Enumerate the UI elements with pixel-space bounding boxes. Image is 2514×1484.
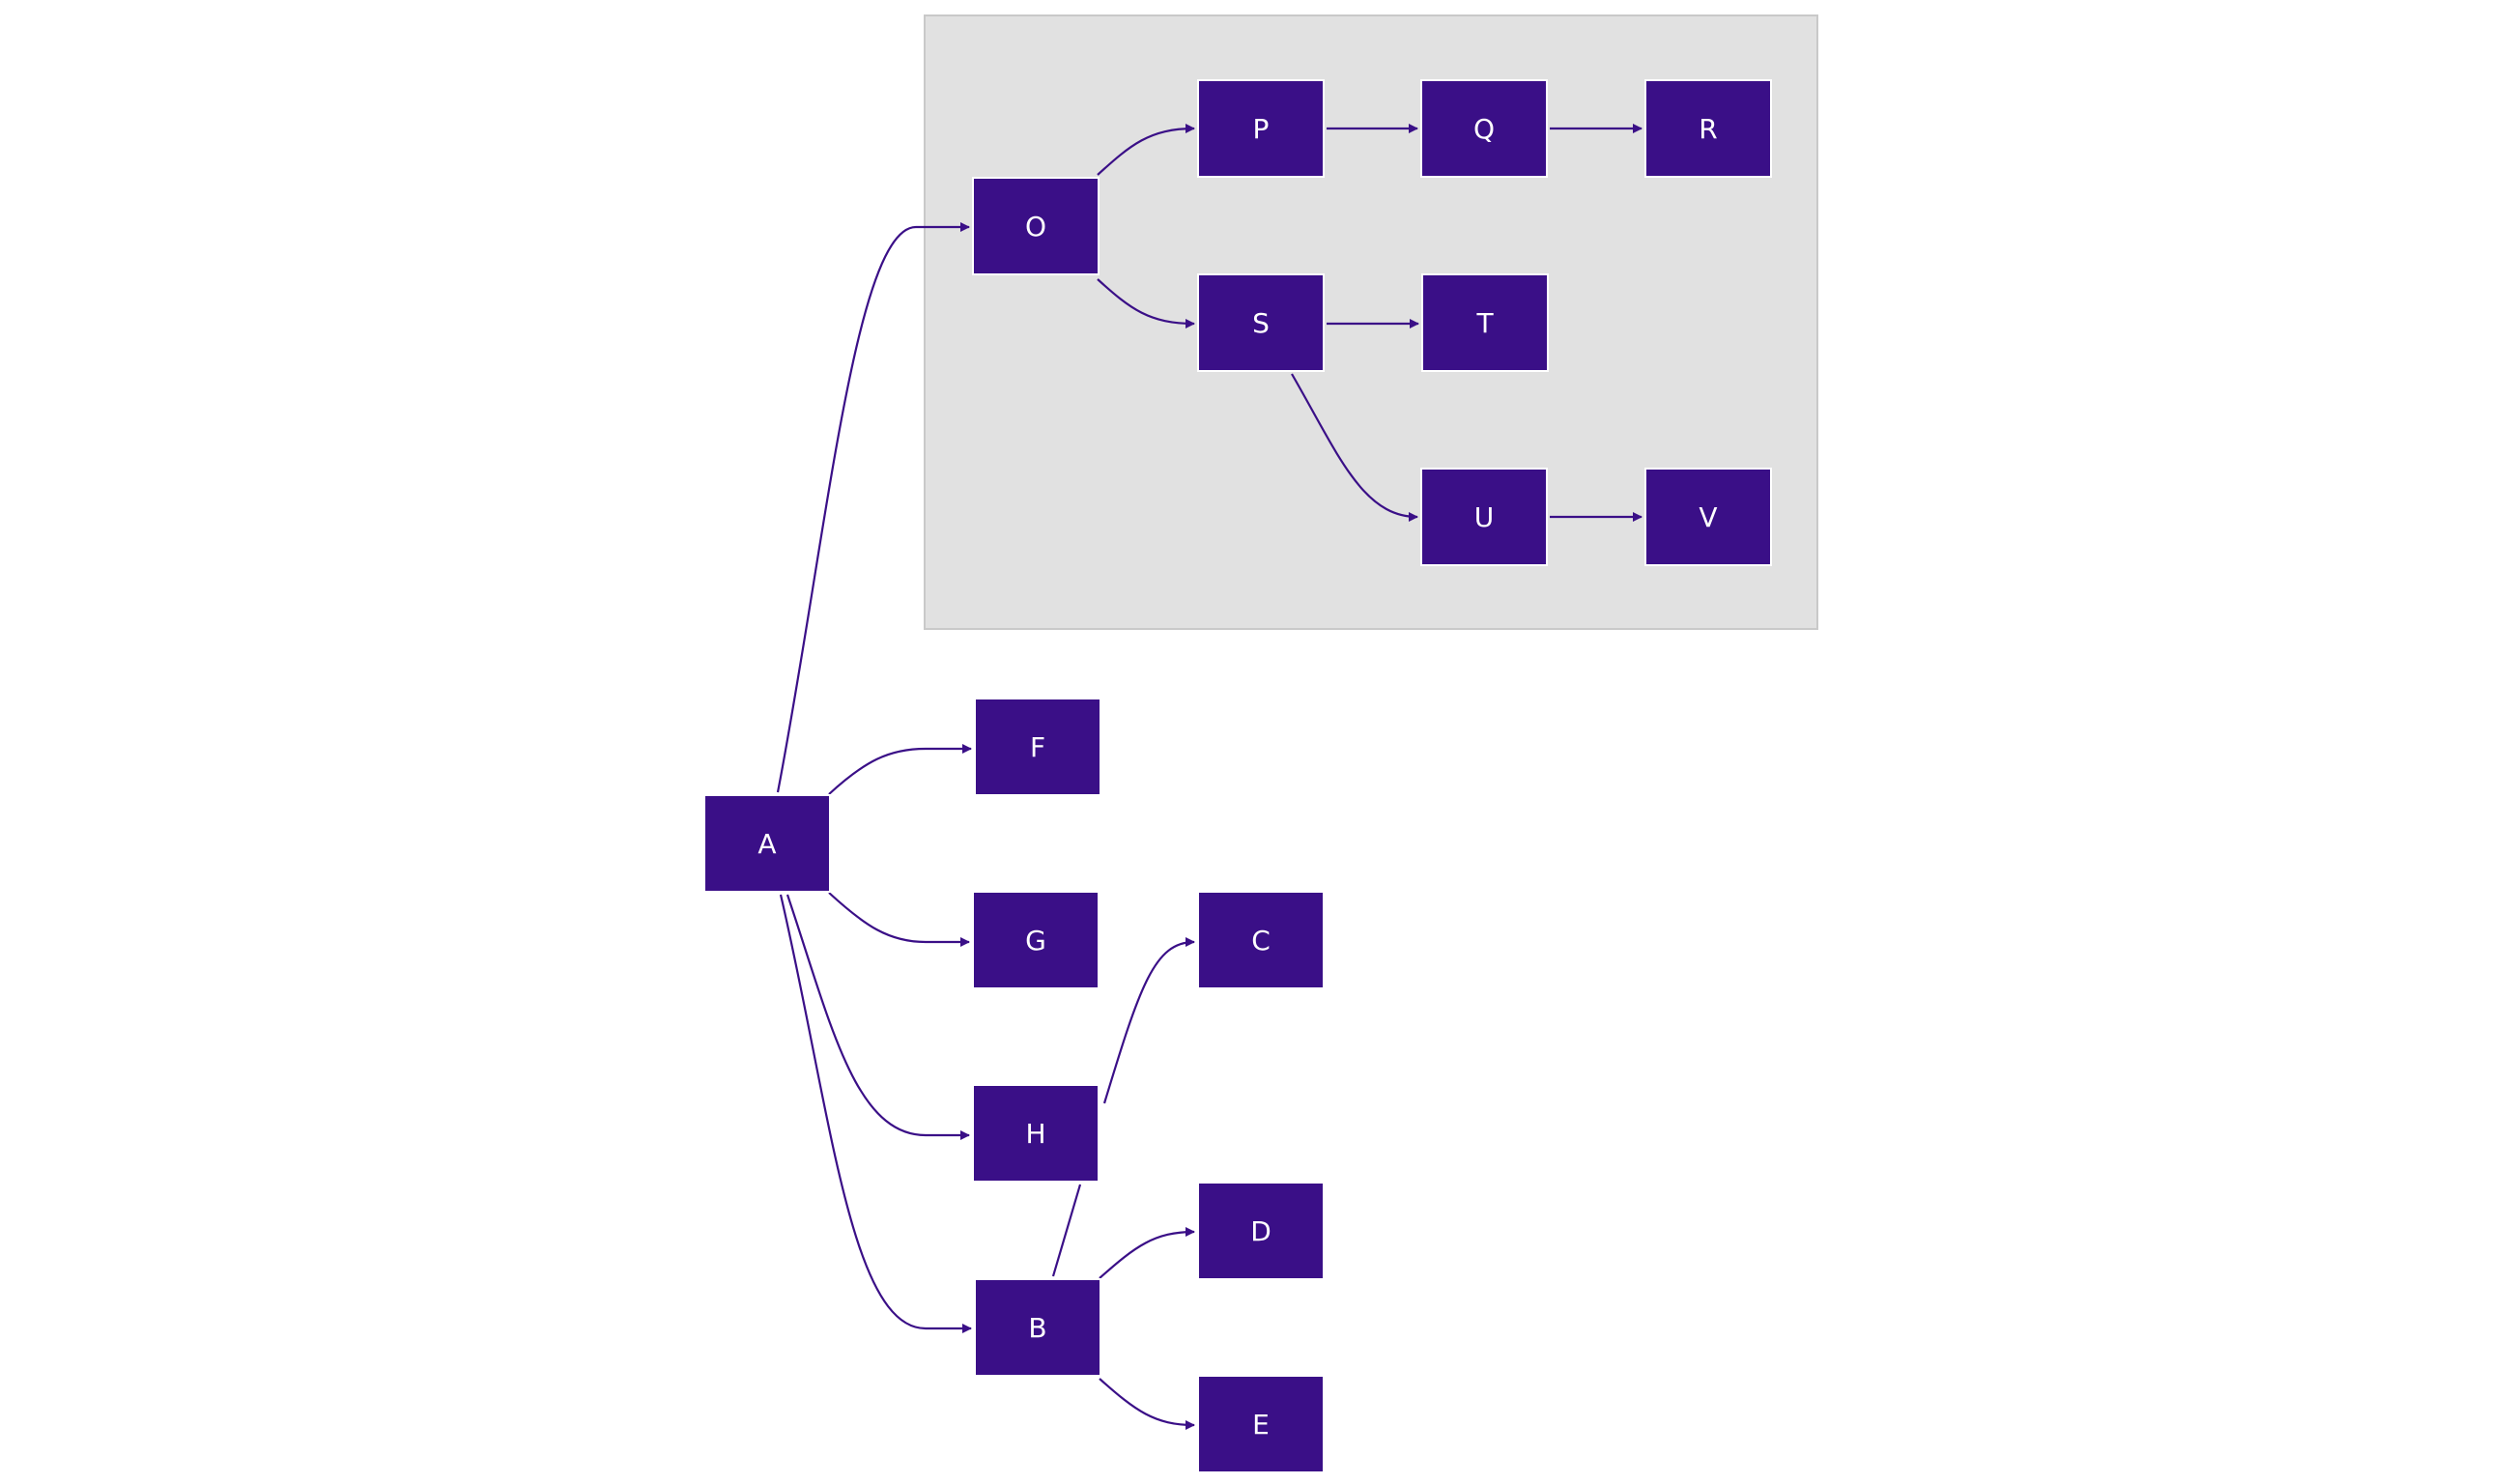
edge-h-to-c: [1102, 937, 1195, 1104]
edge-a-to-o: [776, 222, 970, 793]
edge-b-to-d: [1099, 1227, 1195, 1279]
node-c-label: C: [1251, 924, 1271, 956]
node-p-label: P: [1252, 112, 1270, 145]
edge-a-to-f: [828, 744, 972, 795]
node-h-label: H: [1025, 1117, 1046, 1150]
node-c[interactable]: C: [1197, 891, 1325, 989]
node-b-label: B: [1028, 1311, 1047, 1344]
edge-a-to-b: [779, 894, 972, 1333]
node-q[interactable]: Q: [1420, 79, 1548, 178]
edge-b-to-e: [1099, 1378, 1195, 1430]
node-s[interactable]: S: [1197, 273, 1325, 372]
edge-o-to-s: [1097, 278, 1195, 328]
node-e[interactable]: E: [1197, 1375, 1325, 1473]
node-t-label: T: [1476, 306, 1494, 339]
edge-s-to-u: [1291, 373, 1418, 522]
node-a[interactable]: A: [703, 794, 831, 893]
edge-a-to-h: [786, 894, 970, 1140]
node-r[interactable]: R: [1644, 79, 1772, 178]
node-p[interactable]: P: [1197, 79, 1325, 178]
node-r-label: R: [1699, 112, 1718, 145]
node-u[interactable]: U: [1420, 468, 1548, 566]
node-o[interactable]: O: [972, 177, 1100, 275]
node-v-label: V: [1699, 500, 1718, 533]
node-e-label: E: [1252, 1408, 1270, 1441]
node-d[interactable]: D: [1197, 1182, 1325, 1280]
node-t[interactable]: T: [1421, 273, 1549, 372]
edge-a-to-g: [828, 892, 970, 947]
node-g-label: G: [1025, 924, 1046, 956]
edge-b-to-c: [1051, 1184, 1082, 1277]
node-h[interactable]: H: [972, 1084, 1100, 1183]
node-g[interactable]: G: [972, 891, 1100, 989]
node-s-label: S: [1252, 306, 1270, 339]
node-f[interactable]: F: [974, 698, 1101, 796]
node-a-label: A: [757, 827, 777, 860]
node-d-label: D: [1250, 1214, 1271, 1247]
node-u-label: U: [1473, 500, 1495, 533]
node-f-label: F: [1029, 730, 1046, 763]
node-q-label: Q: [1472, 112, 1496, 145]
edge-o-to-p: [1097, 124, 1195, 176]
node-v[interactable]: V: [1644, 468, 1772, 566]
node-o-label: O: [1024, 210, 1047, 243]
node-b[interactable]: B: [974, 1278, 1101, 1377]
